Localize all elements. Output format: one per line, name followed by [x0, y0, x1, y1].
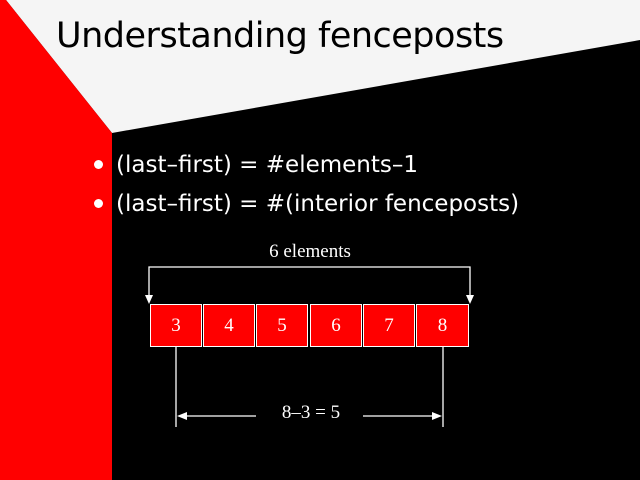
red-side-band: [0, 0, 112, 480]
header-band: [6, 0, 640, 133]
difference-label: 8–3 = 5: [281, 402, 341, 423]
array-cell: 3: [150, 304, 202, 347]
bullet-text: (last–first) = #(interior fenceposts): [116, 190, 520, 217]
bullet-item: (last–first) = #elements–1: [94, 145, 519, 184]
arrow-right-icon: [432, 412, 442, 420]
array-cell: 7: [363, 304, 415, 347]
arrow-down-icon: [145, 295, 153, 304]
array-cell: 5: [256, 304, 308, 347]
array-cell: 6: [310, 304, 362, 347]
array-cell: 4: [203, 304, 255, 347]
arrow-left-icon: [177, 412, 187, 420]
bullet-item: (last–first) = #(interior fenceposts): [94, 184, 519, 223]
bullet-icon: [94, 160, 103, 169]
top-label: 6 elements: [269, 241, 351, 262]
arrow-down-icon: [466, 295, 474, 304]
slide-title: Understanding fenceposts: [56, 16, 504, 56]
bullet-text: (last–first) = #elements–1: [116, 151, 418, 178]
top-bracket-line: [148, 266, 471, 298]
array-cell: 8: [416, 304, 469, 347]
bullet-list: (last–first) = #elements–1 (last–first) …: [94, 145, 519, 223]
bullet-icon: [94, 199, 103, 208]
